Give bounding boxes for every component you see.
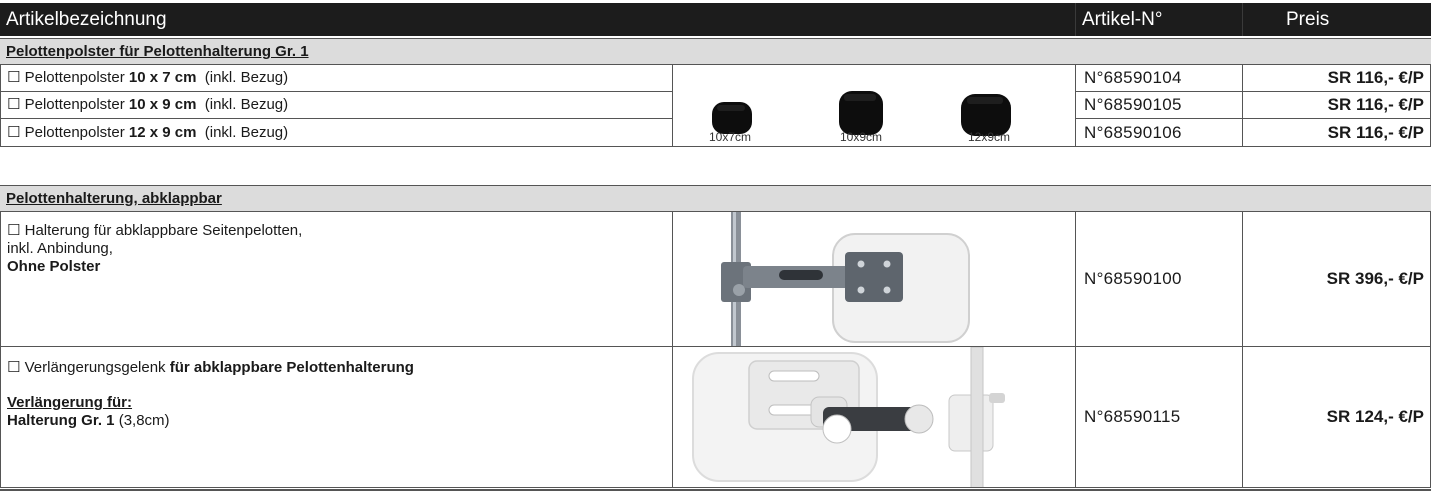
article-number: N°68590115 — [1075, 347, 1243, 488]
checkbox[interactable]: ☐ — [7, 123, 21, 141]
section-title: Pelottenpolster für Pelottenhalterung Gr… — [6, 43, 309, 60]
table-row-description: ☐ Pelottenpolster 10 x 9 cm (inkl. Bezug… — [0, 92, 673, 119]
pad-size-label: 10x9cm — [840, 130, 883, 144]
extension-joint-image — [692, 347, 1005, 487]
article-number: N°68590106 — [1075, 119, 1243, 147]
table-row-description: ☐ Verlängerungsgelenk für abklappbare Pe… — [0, 347, 673, 488]
price: SR 124,- €/P — [1242, 347, 1431, 488]
header-article-number: Artikel-N° — [1082, 9, 1163, 30]
pad-images-cell: 10x7cm 10x9cm 12x9cm — [673, 65, 1076, 147]
price: SR 116,- €/P — [1242, 65, 1431, 92]
table-header: Artikelbezeichnung Artikel-N° Preis — [0, 3, 1431, 36]
table-bottom-border — [0, 489, 1431, 491]
article-number: N°68590100 — [1075, 212, 1243, 347]
article-number: N°68590104 — [1075, 65, 1243, 92]
holder-bracket-image — [721, 212, 970, 346]
price: SR 116,- €/P — [1242, 92, 1431, 119]
header-article-name: Artikelbezeichnung — [6, 9, 167, 30]
pad-12x9-image — [961, 94, 1011, 136]
holder-image-cell — [673, 212, 1076, 347]
checkbox[interactable]: ☐ — [7, 96, 21, 113]
checkbox[interactable]: ☐ — [7, 69, 21, 86]
article-number: N°68590105 — [1075, 92, 1243, 119]
section-heading-holder: Pelottenhalterung, abklappbar — [0, 185, 1431, 212]
pad-size-label: 12x9cm — [968, 130, 1011, 144]
extension-image-cell — [673, 347, 1076, 488]
section-heading-pads: Pelottenpolster für Pelottenhalterung Gr… — [0, 38, 1431, 65]
pad-10x9-image — [839, 91, 883, 135]
pad-size-label: 10x7cm — [709, 130, 752, 144]
price: SR 396,- €/P — [1242, 212, 1431, 347]
price: SR 116,- €/P — [1242, 119, 1431, 147]
pad-10x7-image — [712, 102, 752, 134]
table-row-description: ☐ Halterung für abklappbare Seitenpelott… — [0, 212, 673, 347]
header-divider — [1075, 3, 1076, 36]
table-row-description: ☐ Pelottenpolster 12 x 9 cm (inkl. Bezug… — [0, 119, 673, 147]
header-divider — [1242, 3, 1243, 36]
section-title: Pelottenhalterung, abklappbar — [6, 190, 222, 207]
table-row-description: ☐ Pelottenpolster 10 x 7 cm (inkl. Bezug… — [0, 65, 673, 92]
header-price: Preis — [1286, 9, 1330, 30]
